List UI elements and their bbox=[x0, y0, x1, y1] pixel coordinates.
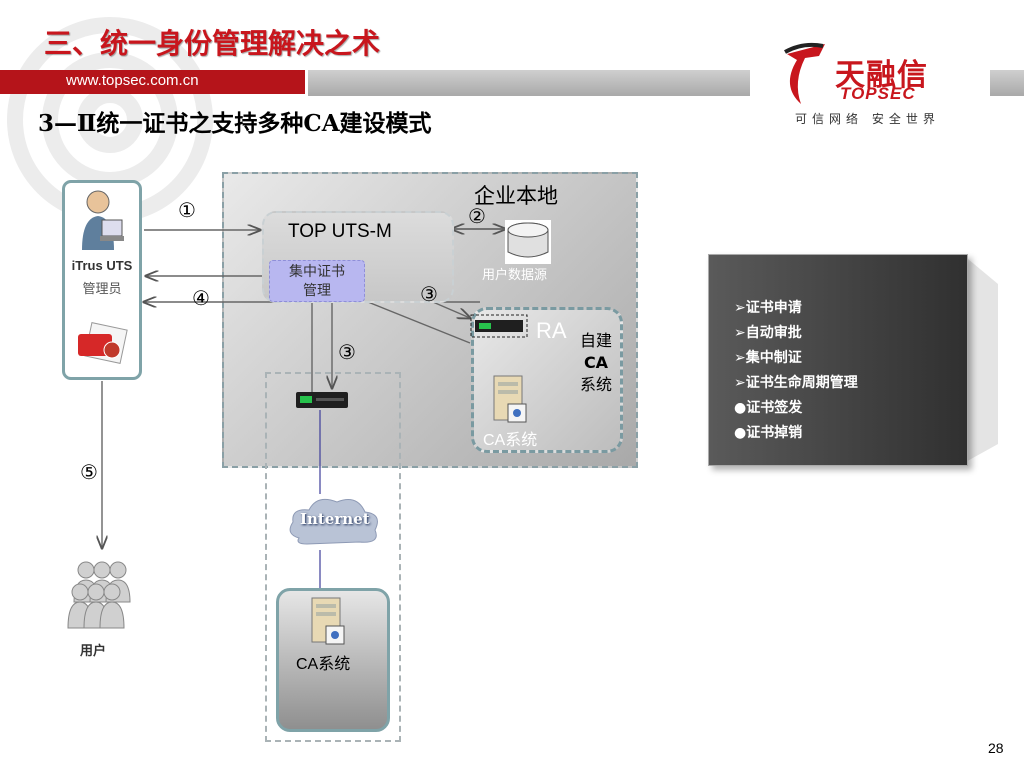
region-label: 企业本地 bbox=[474, 184, 558, 208]
cert-mgmt-label: 集中证书管理 bbox=[289, 264, 345, 299]
website-url[interactable]: www.topsec.com.cn bbox=[66, 72, 199, 89]
ra-device-icon bbox=[470, 314, 528, 338]
feature-item: ➢证书申请 bbox=[734, 300, 802, 316]
brand-name-zh: 天融信 bbox=[835, 58, 928, 93]
feature-panel bbox=[708, 254, 968, 466]
step-4-marker: ④ bbox=[192, 286, 210, 310]
header-grey-bar-right bbox=[990, 70, 1024, 96]
step-2-marker: ② bbox=[468, 204, 486, 228]
remote-ca-label: CA系统 bbox=[296, 656, 351, 673]
step-3b-marker: ③ bbox=[338, 340, 356, 364]
user-db-label: 用户数据源 bbox=[482, 268, 548, 283]
step-1-marker: ① bbox=[178, 198, 196, 222]
url-bar bbox=[0, 70, 305, 94]
feature-item: ➢证书生命周期管理 bbox=[734, 375, 858, 391]
ra-label: RA bbox=[536, 318, 567, 343]
admin-role: 管理员 bbox=[82, 282, 122, 297]
server-icon-local bbox=[493, 375, 527, 423]
internet-path-region bbox=[265, 372, 401, 742]
certificate-icon bbox=[78, 322, 128, 364]
page-title: 三、统一身份管理解决之术 bbox=[44, 27, 381, 60]
server-icon-remote bbox=[311, 597, 345, 645]
brand-name-en: TOPSEC bbox=[840, 84, 916, 103]
uts-m-label: TOP UTS-M bbox=[288, 221, 392, 242]
feature-item: ●证书签发 bbox=[734, 400, 803, 416]
cert-mgmt-node bbox=[269, 260, 365, 302]
feature-item: ➢集中制证 bbox=[734, 350, 802, 366]
brand-slogan: 可信网络 安全世界 bbox=[795, 112, 940, 126]
slide-subtitle: 3—Ⅱ统一证书之支持多种CA建设模式 bbox=[38, 110, 432, 137]
local-ca-label: CA系统 bbox=[483, 432, 538, 449]
feature-item: ➢自动审批 bbox=[734, 325, 802, 341]
router-icon bbox=[296, 392, 348, 408]
admin-name: iTrus UTS bbox=[71, 258, 133, 273]
feature-item: ●证书掉销 bbox=[734, 425, 803, 441]
feature-panel-shadow bbox=[962, 254, 998, 464]
internet-label: Internet bbox=[300, 510, 370, 528]
user-label: 用户 bbox=[80, 644, 107, 659]
feature-list: ➢证书申请 ➢自动审批 ➢集中制证 ➢证书生命周期管理 ●证书签发 ●证书掉销 bbox=[734, 296, 858, 446]
page-number: 28 bbox=[988, 740, 1004, 756]
step-3-marker: ③ bbox=[420, 282, 438, 306]
admin-person-icon bbox=[82, 190, 124, 250]
header-grey-bar bbox=[308, 70, 750, 96]
database-icon bbox=[505, 220, 551, 264]
internet-cloud-icon bbox=[289, 498, 378, 545]
step-5-marker: ⑤ bbox=[80, 460, 98, 484]
topsec-swoosh-icon bbox=[784, 42, 825, 104]
users-group-icon bbox=[67, 561, 131, 629]
